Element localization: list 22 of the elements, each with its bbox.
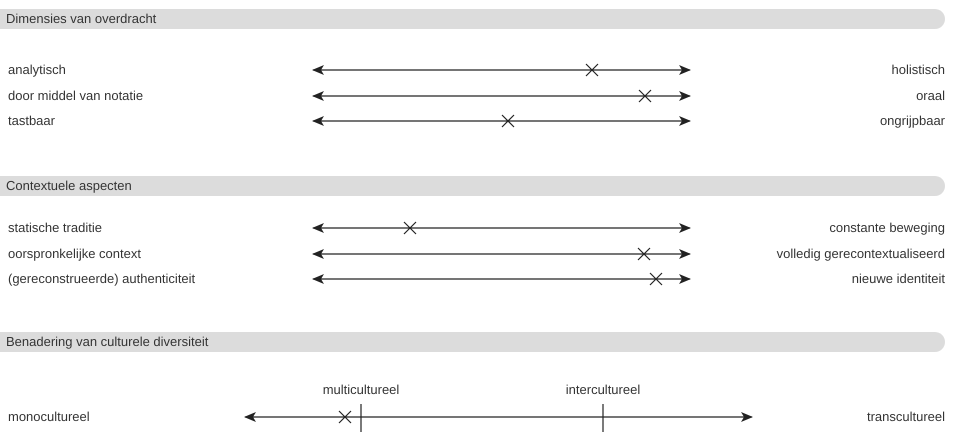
scale-end-label: holistisch	[892, 61, 945, 79]
scale-end-label: monocultureel	[8, 408, 90, 426]
section-header-band	[0, 332, 945, 352]
scale-end-label: analytisch	[8, 61, 66, 79]
scale-end-label: door middel van notatie	[8, 87, 144, 105]
section-title: Contextuele aspecten	[6, 177, 132, 196]
section-header-band	[0, 9, 945, 29]
scale-end-label: nieuwe identiteit	[852, 270, 945, 288]
section-title: Dimensies van overdracht	[6, 10, 156, 28]
scale-point-label: multicultureel	[322, 381, 400, 399]
scale-end-label: volledig gerecontextualiseerd	[776, 245, 945, 263]
section-header-band	[0, 176, 945, 196]
scale-end-label: statische traditie	[8, 219, 102, 237]
scale-end-label: oraal	[916, 87, 945, 105]
scale-end-label: (gereconstrueerde) authenticiteit	[8, 270, 196, 288]
scale-end-label: ongrijpbaar	[880, 112, 945, 130]
scale-point-label: intercultureel	[566, 381, 640, 399]
scale-end-label: oorspronkelijke context	[8, 245, 141, 263]
scale-end-label: tastbaar	[8, 112, 55, 130]
scale-end-label: constante beweging	[829, 219, 945, 237]
scale-end-label: transcultureel	[866, 408, 945, 426]
section-title: Benadering van culturele diversiteit	[6, 333, 208, 352]
